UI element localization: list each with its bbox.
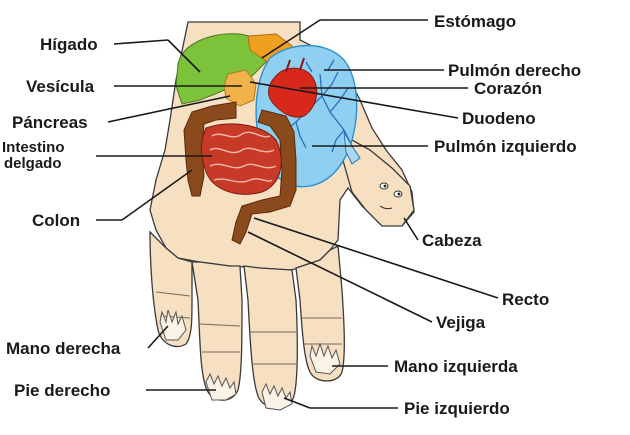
heart-organ xyxy=(268,67,318,118)
mini-left-foot xyxy=(261,382,293,411)
label-pulmon-derecho: Pulmón derecho xyxy=(448,61,581,80)
label-corazon: Corazón xyxy=(474,79,542,98)
label-mano-derecha: Mano derecha xyxy=(6,339,121,358)
label-duodeno: Duodeno xyxy=(462,109,536,128)
label-recto: Recto xyxy=(502,290,549,309)
trachea xyxy=(343,131,361,165)
labels: Estómago Hígado Pulmón derecho Vesícula … xyxy=(2,12,581,418)
thumb-face xyxy=(379,182,403,210)
mini-right-hand xyxy=(159,309,187,341)
leader-duodeno xyxy=(249,81,459,119)
colon-organ xyxy=(183,101,237,197)
label-higado: Hígado xyxy=(40,35,98,54)
leader-vejiga xyxy=(247,231,433,323)
finger-middle xyxy=(243,265,298,409)
label-cabeza: Cabeza xyxy=(422,231,482,250)
label-vesicula: Vesícula xyxy=(26,77,95,96)
leader-recto xyxy=(253,217,499,299)
label-pie-derecho: Pie derecho xyxy=(14,381,110,400)
leader-lines xyxy=(96,19,499,409)
small-intestine-organ xyxy=(201,123,282,195)
label-intestino-line2: delgado xyxy=(4,155,62,172)
label-vejiga: Vejiga xyxy=(436,313,486,332)
leader-mano-derecha xyxy=(147,325,169,349)
label-pulmon-izquierdo: Pulmón izquierdo xyxy=(434,137,577,156)
label-estomago: Estómago xyxy=(434,12,516,31)
label-pancreas: Páncreas xyxy=(12,113,88,132)
leader-pancreas xyxy=(107,95,231,123)
mini-right-foot xyxy=(205,372,237,401)
label-intestino-line1: Intestino xyxy=(2,139,65,156)
organs xyxy=(175,33,361,245)
label-mano-izquierda: Mano izquierda xyxy=(394,357,518,376)
leader-higado xyxy=(113,39,169,45)
gallbladder-organ xyxy=(223,69,257,107)
label-pie-izquierdo: Pie izquierdo xyxy=(404,399,510,418)
finger-ring xyxy=(191,261,243,401)
label-colon: Colon xyxy=(32,211,80,230)
colon-descending xyxy=(231,109,297,245)
finger-index xyxy=(295,244,345,382)
leader-cabeza xyxy=(403,217,419,241)
